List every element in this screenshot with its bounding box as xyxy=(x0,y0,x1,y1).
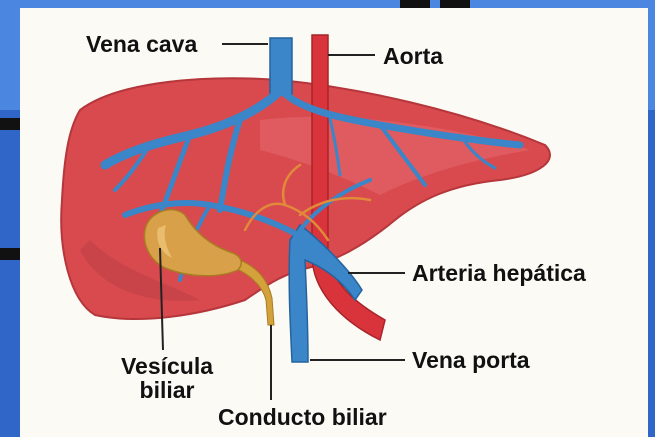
label-conducto-biliar: Conducto biliar xyxy=(218,405,387,429)
label-vena-porta: Vena porta xyxy=(412,348,530,372)
label-vena-cava: Vena cava xyxy=(86,32,197,56)
label-vesicula-biliar: Vesícula biliar xyxy=(108,354,226,402)
label-vesicula-line1: Vesícula xyxy=(108,354,226,378)
label-vesicula-line2: biliar xyxy=(108,378,226,402)
label-arteria-hepatica: Arteria hepática xyxy=(412,261,586,285)
label-aorta: Aorta xyxy=(383,44,443,68)
